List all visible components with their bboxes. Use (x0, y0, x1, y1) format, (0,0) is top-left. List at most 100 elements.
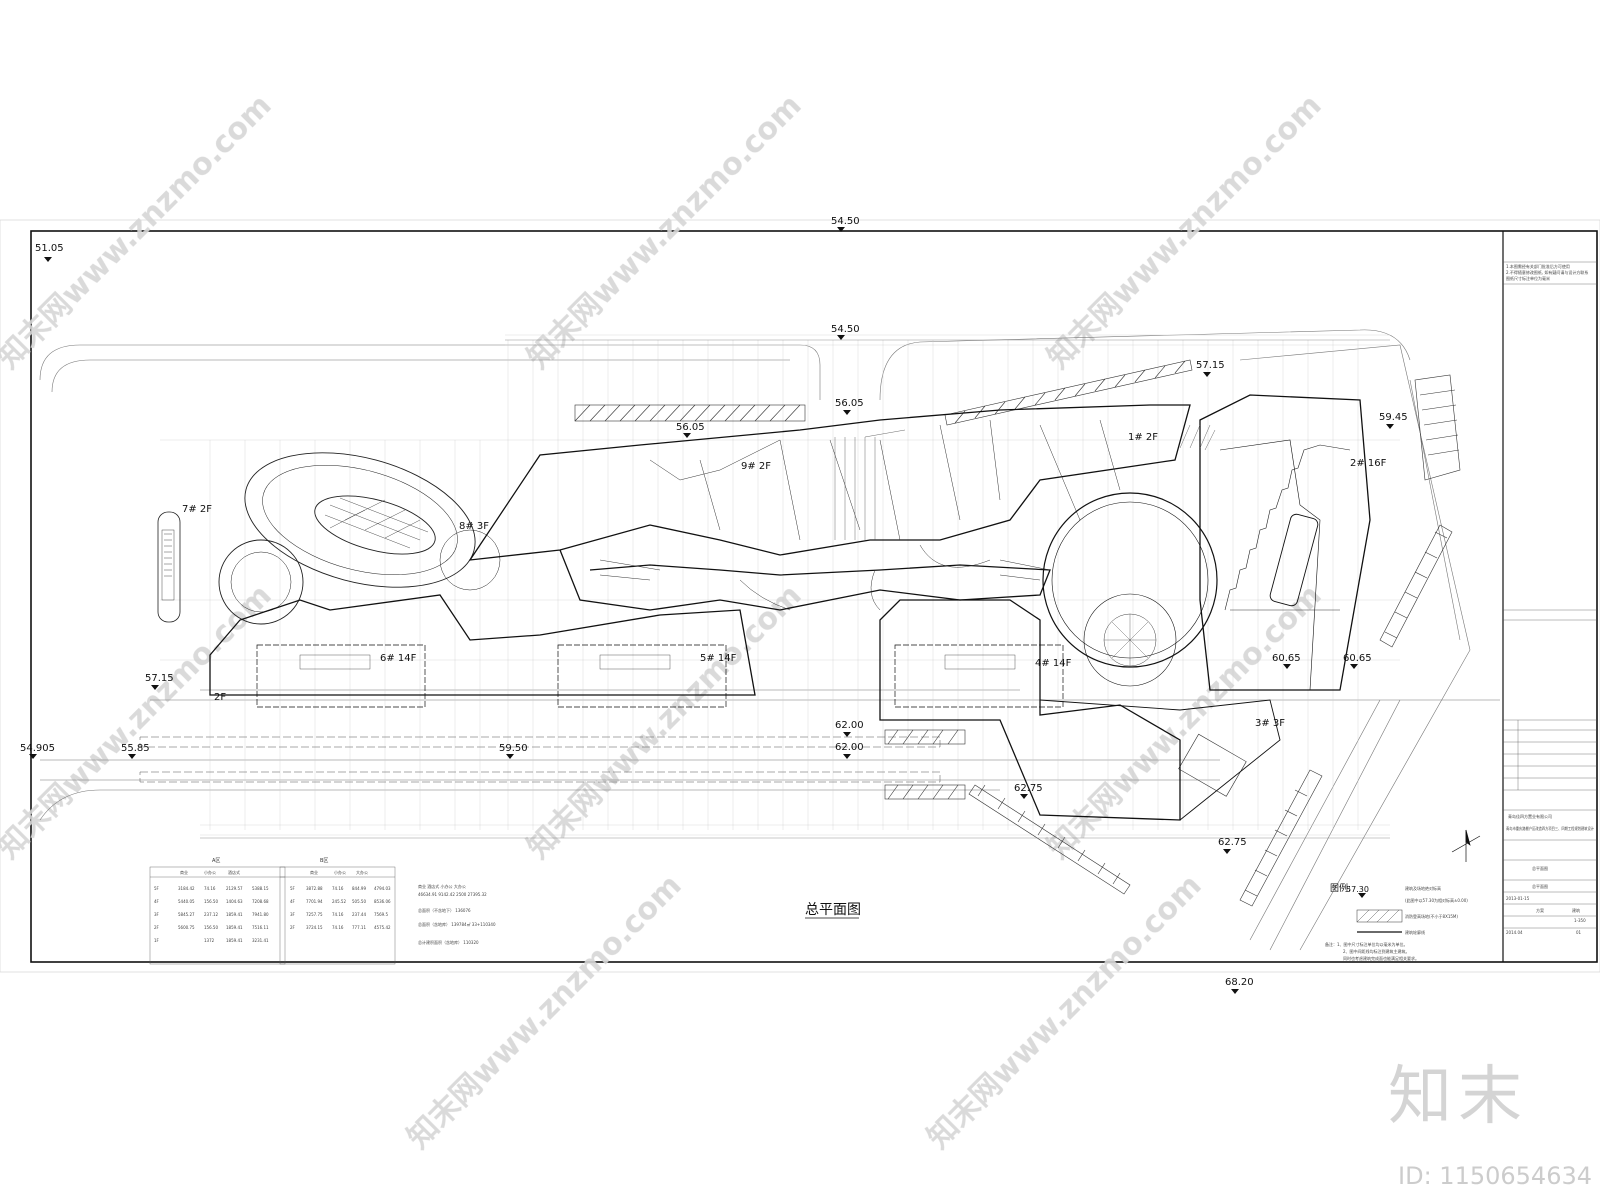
svg-text:3F: 3F (290, 912, 296, 917)
elevation-label: 60.65 (1343, 653, 1372, 664)
titleblock-client: 青岛佳四方置业有限公司 (1508, 813, 1552, 819)
parking-row (139, 736, 941, 783)
tower-slabs (256, 644, 1064, 708)
titleblock-note-1: 1.本图需经有关部门批准后方可使用 (1506, 263, 1570, 269)
elevation-label: 56.05 (835, 398, 864, 409)
svg-text:237.12: 237.12 (204, 912, 218, 917)
elevation-label: 60.65 (1272, 653, 1301, 664)
svg-text:1859.41: 1859.41 (226, 912, 243, 917)
watermark-id: ID: 1150654634 (1398, 1162, 1592, 1190)
rotunda (1042, 492, 1319, 687)
svg-text:3184.42: 3184.42 (178, 886, 195, 891)
svg-text:7516.11: 7516.11 (252, 925, 269, 930)
svg-text:74.16: 74.16 (332, 912, 344, 917)
svg-text:505.50: 505.50 (352, 899, 366, 904)
elevation-label: 68.20 (1225, 977, 1254, 988)
titleblock-drawing-name: 总平面图 (1532, 865, 1548, 871)
building-label: 7# 2F (182, 504, 212, 515)
dimension-ticks (200, 339, 1390, 839)
podium-outline (209, 394, 1371, 821)
watermark-text: 知末网www.znzmo.com (1041, 88, 1329, 376)
svg-text:7701.94: 7701.94 (306, 899, 323, 904)
table-header: 商业 (310, 869, 318, 875)
titleblock-grid (1503, 261, 1597, 929)
watermark-text: 知末网www.znzmo.com (1041, 578, 1329, 866)
elevation-label: 57.15 (145, 673, 174, 684)
table-header: 酒店式 (228, 869, 240, 875)
titleblock-discipline: 建筑 (1572, 907, 1580, 913)
svg-text:2129.57: 2129.57 (226, 886, 243, 891)
north-arrow (1451, 829, 1481, 862)
svg-text:4F: 4F (154, 899, 160, 904)
elevation-label: 57.15 (1196, 360, 1225, 371)
watermark-text: 知末网www.znzmo.com (521, 88, 809, 376)
building-label: 5# 14F (700, 653, 737, 664)
svg-text:1859.41: 1859.41 (226, 938, 243, 943)
building-label: 8# 3F (459, 521, 489, 532)
titleblock-project: 青岛市重庆路棚户区改造四方项目三、四期工程规划建筑设计 (1506, 825, 1594, 831)
legend-note: 同时也考虑建筑完成面也能满足相关要求。 (1343, 955, 1419, 961)
watermark-text: 知末网www.znzmo.com (0, 88, 279, 376)
summary-line: 总面积（不含地下） 136076 (418, 907, 471, 913)
svg-text:1F: 1F (154, 938, 160, 943)
svg-text:1404.63: 1404.63 (226, 899, 243, 904)
building-7 (157, 511, 181, 623)
titleblock-drawing-name-2: 总平面图 (1532, 883, 1548, 889)
building-label: 2F (214, 692, 226, 703)
building-label: 9# 2F (741, 461, 771, 472)
legend-symbol: 57.30 (1346, 885, 1369, 894)
svg-text:8536.06: 8536.06 (374, 899, 391, 904)
building-label: 1# 2F (1128, 432, 1158, 443)
area-summary: 商业 酒店式 小办公 大办公 46634.91 9142.42 2500 273… (418, 883, 496, 945)
svg-text:1859.41: 1859.41 (226, 925, 243, 930)
legend-note: 备注：1、图中尺寸标注单位均以毫米为单位。 (1325, 941, 1408, 947)
site-roads (39, 329, 1500, 951)
svg-text:5F: 5F (154, 886, 160, 891)
titleblock-note-3: 图纸尺寸标注单位为毫米 (1506, 275, 1550, 281)
svg-text:844.99: 844.99 (352, 886, 366, 891)
svg-text:4794.03: 4794.03 (374, 886, 391, 891)
table-caption: A区 (212, 858, 220, 864)
table-header: 小办公 (334, 869, 346, 875)
elevation-label: 62.75 (1218, 837, 1247, 848)
elevation-label: 54.50 (831, 216, 860, 227)
svg-text:74.16: 74.16 (332, 886, 344, 891)
drawing-inner-frame (30, 230, 1598, 963)
table-header: 小办公 (204, 869, 216, 875)
summary-line: 商业 酒店式 小办公 大办公 (418, 883, 466, 889)
building-label: 3# 3F (1255, 718, 1285, 729)
legend: 图例: 57.30 建筑及场地绝对标高 (此图中以57.30为相对标高±0.00… (1325, 882, 1468, 961)
building-label: 2# 16F (1350, 458, 1387, 469)
watermark-layer: 知末网www.znzmo.com 知末网www.znzmo.com 知末网www… (0, 88, 1329, 1156)
elevation-label: 59.45 (1379, 412, 1408, 423)
svg-text:2F: 2F (290, 925, 296, 930)
hatched-parking-strips (574, 359, 1461, 907)
elevation-label: 56.05 (676, 422, 705, 433)
legend-item: 建筑轮廓线 (1405, 929, 1425, 935)
svg-text:5388.15: 5388.15 (252, 886, 269, 891)
svg-text:777.11: 777.11 (352, 925, 366, 930)
building-label: 4# 14F (1035, 658, 1072, 669)
table-header: 大办公 (356, 869, 368, 875)
svg-text:7569.5: 7569.5 (374, 912, 388, 917)
svg-text:156.50: 156.50 (204, 899, 218, 904)
legend-item: 建筑及场地绝对标高 (1405, 885, 1441, 891)
elevation-label: 62.00 (835, 742, 864, 753)
svg-text:156.50: 156.50 (204, 925, 218, 930)
svg-text:3724.15: 3724.15 (306, 925, 323, 930)
titleblock-date-1: 2013-01-15 (1506, 896, 1530, 901)
elevation-label: 62.00 (835, 720, 864, 731)
elevation-label: 51.05 (35, 243, 64, 254)
titleblock-date-2: 2014.04 (1506, 930, 1523, 935)
svg-text:7208.68: 7208.68 (252, 899, 269, 904)
building-label: 6# 14F (380, 653, 417, 664)
elevation-markers (29, 227, 1394, 994)
